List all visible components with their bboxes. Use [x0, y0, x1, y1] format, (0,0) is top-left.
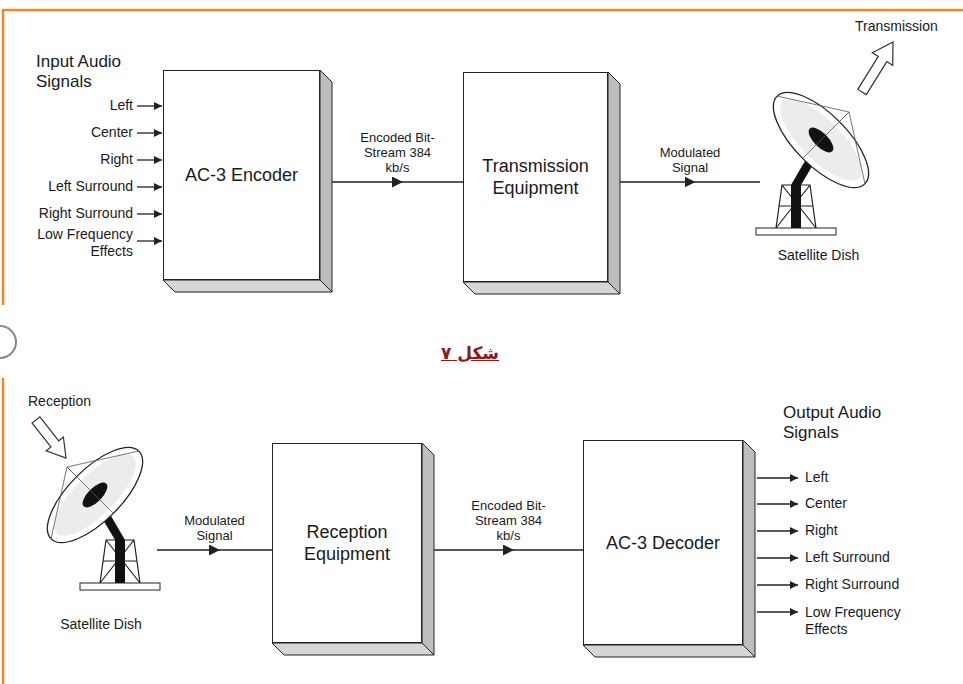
- signal-label: Right Surround: [10, 205, 133, 222]
- box-side: [608, 72, 620, 294]
- output-arrows: [757, 478, 798, 612]
- box-title: AC-3 Encoder: [185, 164, 298, 186]
- signal-connector: [620, 181, 760, 182]
- dish-reflector: [33, 433, 157, 557]
- signal-arrow: [137, 213, 162, 214]
- hollow-arrow: [32, 417, 66, 458]
- signal-arrow: [757, 611, 798, 612]
- box-title: Reception Equipment: [281, 521, 413, 565]
- dish-tripod: [776, 185, 816, 228]
- box-bottom: [583, 645, 755, 657]
- satellite-dish: Satellite Dish: [45, 440, 157, 637]
- signal-arrow: [137, 186, 162, 187]
- dish-struts: [51, 451, 139, 539]
- signal-arrow: [757, 557, 798, 558]
- signal-label: Right: [10, 151, 133, 168]
- signal-label: Transmission: [855, 18, 955, 35]
- signal-label: Right: [805, 522, 925, 539]
- dish-reflector: [759, 78, 883, 202]
- dish-base: [80, 583, 160, 590]
- signal-label: Right Surround: [805, 576, 925, 593]
- signal-arrow: [137, 105, 162, 106]
- satellite-dish: Satellite Dish: [760, 90, 877, 268]
- edge-label: Encoded Bit-Stream 384 kb/s: [352, 130, 444, 175]
- signal-arrow: [137, 240, 162, 241]
- signal-arrow: [757, 477, 798, 478]
- edge-label: Modulated Signal: [647, 145, 733, 175]
- signal-arrow: [757, 530, 798, 531]
- box-side: [320, 70, 332, 292]
- input-arrows: [137, 106, 162, 241]
- signal-label: Left Surround: [805, 549, 925, 566]
- dish-post: [791, 185, 801, 228]
- box-side: [743, 440, 755, 657]
- signal-arrow: [137, 132, 162, 133]
- process-box: Reception Equipment: [272, 443, 422, 643]
- signal-arrow: [137, 159, 162, 160]
- dish-label: Satellite Dish: [60, 616, 142, 633]
- satellite-dish-drawing: [33, 433, 160, 590]
- signal-label: Output Audio Signals: [783, 403, 923, 443]
- dish-post: [115, 540, 125, 583]
- signal-connector: [332, 181, 463, 182]
- signal-label: Center: [805, 495, 925, 512]
- signal-connector: [157, 549, 272, 550]
- frame-border: [2, 378, 5, 684]
- figure-caption: شکل ۷: [410, 342, 530, 364]
- process-box: AC-3 Encoder: [163, 70, 320, 280]
- signal-label: Left: [10, 97, 133, 114]
- signal-arrow: [757, 503, 798, 504]
- signal-label: Low Frequency Effects: [10, 226, 133, 260]
- signal-label: Left Surround: [10, 178, 133, 195]
- box-depth: [163, 70, 755, 657]
- signal-arrow: [757, 584, 798, 585]
- signal-label: Reception: [28, 393, 118, 410]
- dish-shade: [43, 443, 148, 548]
- box-title: AC-3 Decoder: [606, 532, 720, 554]
- box-bottom: [463, 282, 620, 294]
- box-bottom: [163, 280, 332, 292]
- hollow-arrow: [858, 42, 893, 95]
- dish-struts: [777, 96, 865, 184]
- dish-shade: [769, 88, 874, 193]
- signal-label: Center: [10, 124, 133, 141]
- edge-label: Modulated Signal: [172, 513, 258, 543]
- signal-label: Input Audio Signals: [36, 52, 161, 92]
- box-title: Transmission Equipment: [472, 155, 599, 199]
- process-box: Transmission Equipment: [463, 72, 608, 282]
- signal-connector: [434, 549, 583, 550]
- satellite-dish-drawing: [756, 78, 883, 235]
- process-box: AC-3 Decoder: [583, 440, 743, 645]
- box-side: [422, 443, 434, 655]
- signal-label: Left: [805, 469, 925, 486]
- signal-label: Low Frequency Effects: [805, 604, 925, 638]
- dish-base: [756, 228, 836, 235]
- frame-dot: [0, 326, 16, 358]
- box-bottom: [272, 643, 434, 655]
- dish-label: Satellite Dish: [778, 247, 860, 264]
- edge-label: Encoded Bit-Stream 384 kb/s: [463, 498, 555, 543]
- dish-tripod: [100, 540, 140, 583]
- frame-border: [3, 10, 963, 305]
